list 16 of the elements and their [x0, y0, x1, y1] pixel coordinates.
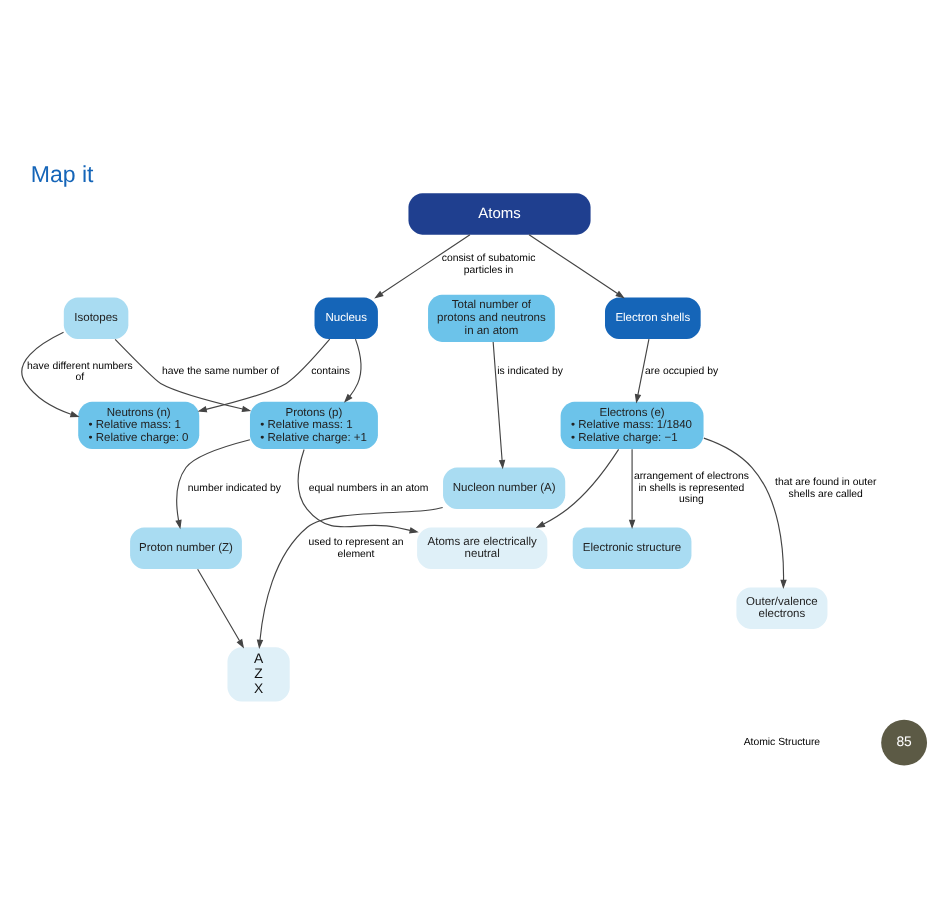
arrow: [528, 234, 625, 299]
arrow: [628, 448, 636, 530]
arrow: [703, 437, 787, 589]
arrow: [297, 448, 419, 534]
arrow: [374, 234, 471, 299]
arrow: [256, 506, 444, 649]
arrow: [21, 331, 80, 418]
arrow: [197, 338, 331, 413]
arrow: [535, 448, 620, 529]
arrow: [343, 338, 362, 403]
arrow: [114, 338, 252, 413]
arrow: [634, 338, 650, 404]
arrow: [197, 568, 245, 649]
arrow: [175, 439, 251, 530]
diagram-title: Map it: [30, 163, 94, 188]
arrow: [492, 341, 506, 470]
